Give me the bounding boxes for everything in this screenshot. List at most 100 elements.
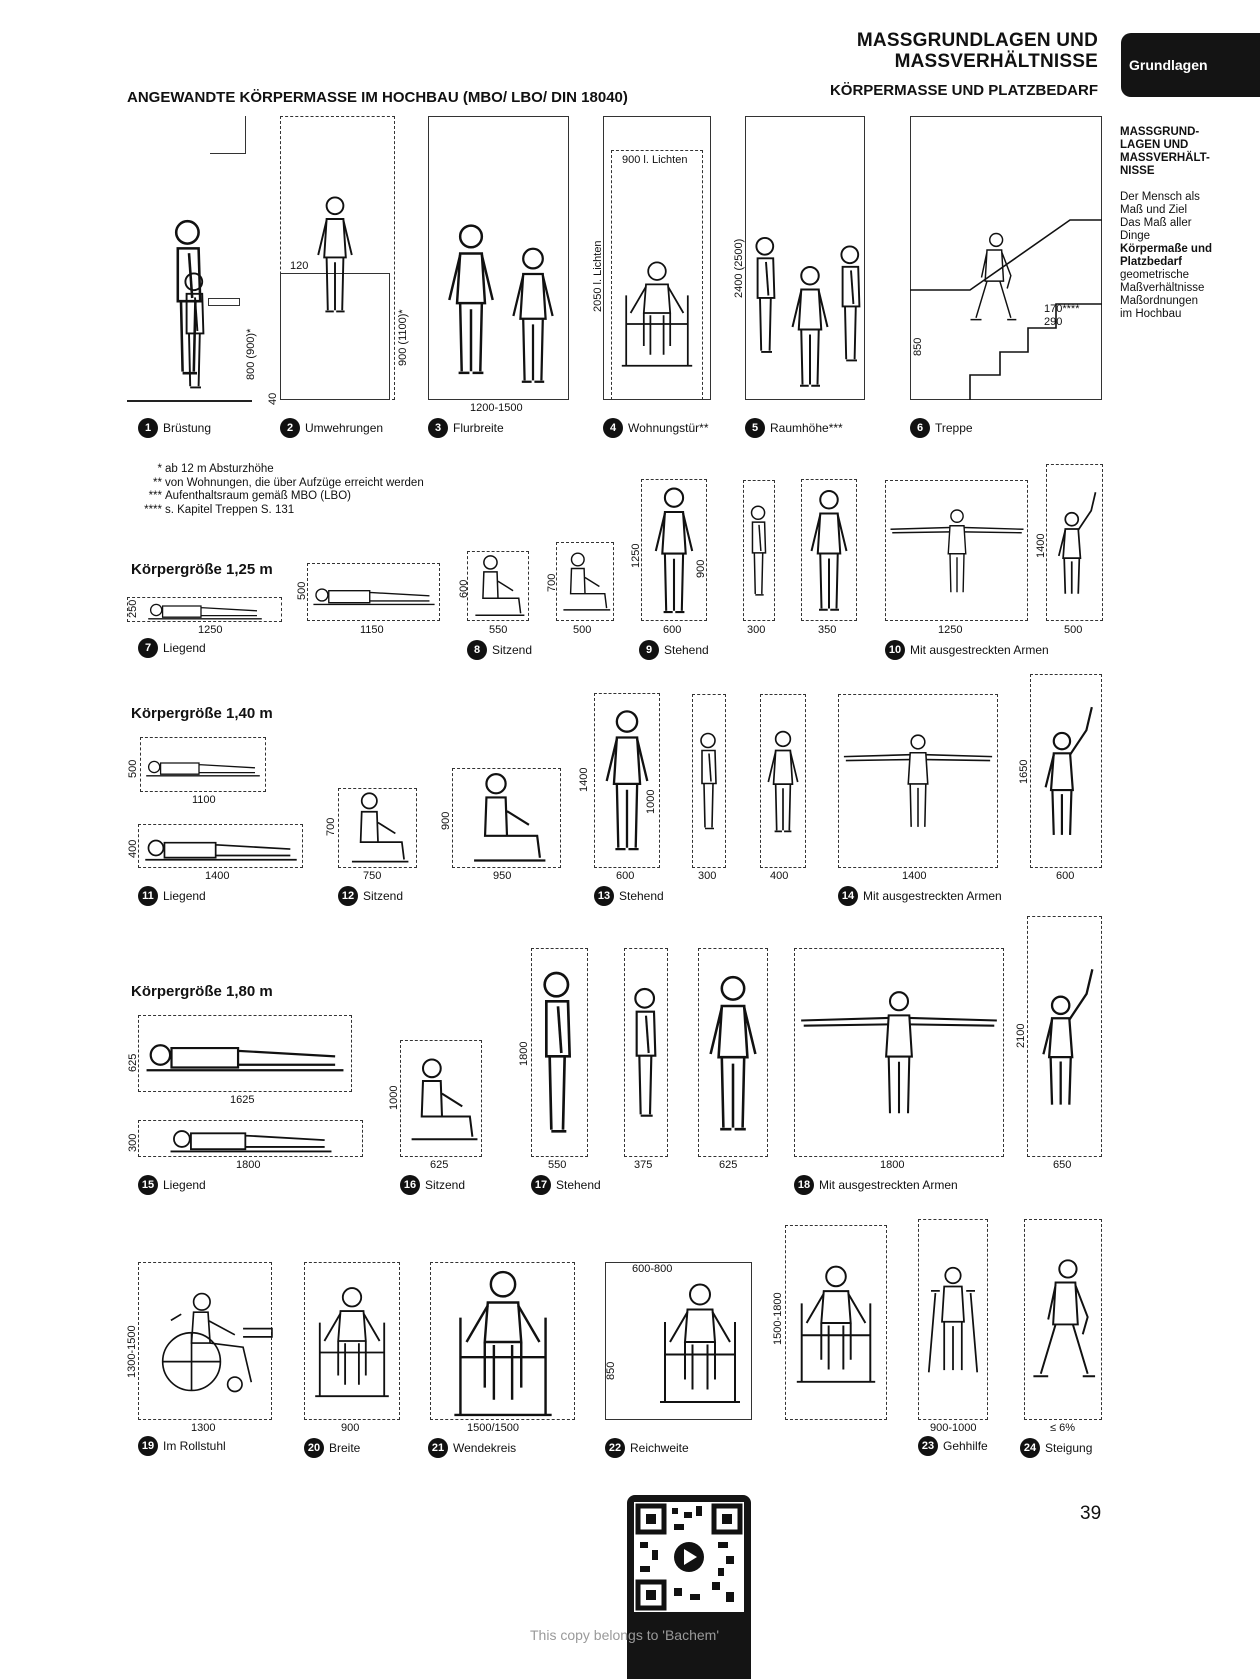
sidebar-item[interactable]: geometrische xyxy=(1120,269,1190,281)
footnote-mark: ** xyxy=(153,476,162,489)
footnote: ****s. Kapitel Treppen S. 131 xyxy=(128,504,424,518)
figure-frame xyxy=(692,694,726,868)
figure-number-badge: 8 xyxy=(467,640,487,660)
dim-label: 1250 xyxy=(938,624,963,636)
figure-number-badge: 24 xyxy=(1020,1438,1040,1458)
qr-modules xyxy=(635,1503,743,1611)
sidebar-item[interactable]: Maßverhältnisse xyxy=(1120,282,1205,294)
sidebar-item-active[interactable]: Platzbedarf xyxy=(1120,256,1182,268)
corridor-outline xyxy=(428,116,569,400)
dim-label: 1250 xyxy=(198,624,223,636)
figure-frame xyxy=(624,948,668,1157)
dim-label: 500 xyxy=(573,624,592,636)
sidebar-item[interactable]: Maßordnungen xyxy=(1120,295,1198,307)
dim-label: 850 xyxy=(605,1361,617,1380)
figure-number-badge: 6 xyxy=(910,418,930,438)
page-title: MASSGRUNDLAGEN UND MASSVERHÄLTNISSE xyxy=(700,30,1098,72)
dim-label: 500 xyxy=(1064,624,1083,636)
room-outline xyxy=(745,116,865,400)
caption-text: Mit ausgestreckten Armen xyxy=(863,889,1002,903)
sidebar-item-active[interactable]: Körpermaße und xyxy=(1120,243,1213,255)
footnote: **von Wohnungen, die über Aufzüge erreic… xyxy=(128,477,424,491)
caption-text: Reichweite xyxy=(630,1441,689,1455)
figure-frame xyxy=(140,737,266,792)
figure-number-badge: 15 xyxy=(138,1175,158,1195)
dim-label: ≤ 6% xyxy=(1050,1422,1075,1434)
dim-label: 1150 xyxy=(360,624,384,636)
dim-label: 850 xyxy=(912,337,924,356)
figure-frame xyxy=(838,694,998,868)
sidebar-heading-line: LAGEN UND xyxy=(1120,139,1189,151)
figure-number-badge: 18 xyxy=(794,1175,814,1195)
sidebar-item[interactable]: Das Maß aller xyxy=(1120,217,1192,229)
dim-label: 300 xyxy=(698,870,717,882)
figure-frame xyxy=(430,1262,575,1420)
caption-text: Flurbreite xyxy=(453,421,504,435)
figure-frame xyxy=(1046,464,1103,621)
dim-label: 700 xyxy=(325,817,337,836)
dim-label: 600 xyxy=(616,870,635,882)
figure-frame xyxy=(785,1225,887,1420)
caption-text: Liegend xyxy=(163,641,206,655)
footnote-mark: * xyxy=(157,463,162,475)
figure-frame xyxy=(698,948,768,1157)
dim-label: 1400 xyxy=(902,870,927,882)
dim-label: 600 xyxy=(1056,870,1075,882)
figure-frame xyxy=(794,948,1004,1157)
sidebar-item[interactable]: Maß und Ziel xyxy=(1120,204,1188,216)
dim-label: 40 xyxy=(267,392,279,405)
stair-frame xyxy=(910,116,1102,400)
dim-label: 1100 xyxy=(192,794,216,806)
caption-text: Mit ausgestreckten Armen xyxy=(910,643,1049,657)
caption-text: Raumhöhe*** xyxy=(770,421,843,435)
figure-frame xyxy=(1027,916,1102,1157)
dim-label: 900 (1100)* xyxy=(397,309,409,366)
dim-label: 1500/1500 xyxy=(467,1422,519,1434)
footnotes: *ab 12 m Absturzhöhe **von Wohnungen, di… xyxy=(128,463,424,517)
caption-text: Liegend xyxy=(163,889,206,903)
sidebar-heading: MASSGRUND- LAGEN UND MASSVERHÄLT- NISSE xyxy=(1120,126,1240,178)
figure-frame xyxy=(138,1015,352,1092)
sidebar-item[interactable]: Dinge xyxy=(1120,230,1151,242)
qr-code[interactable] xyxy=(627,1495,751,1679)
sidebar-item[interactable]: Der Mensch als xyxy=(1120,191,1200,203)
figure-number-badge: 14 xyxy=(838,886,858,906)
dim-label: 550 xyxy=(489,624,508,636)
page-number: 39 xyxy=(1080,1503,1102,1524)
dim-label: 300 xyxy=(127,1133,139,1152)
dim-label: 550 xyxy=(548,1159,567,1171)
figure-frame xyxy=(467,551,529,621)
dim-label: 1800 xyxy=(236,1159,261,1171)
dim-label: 1625 xyxy=(230,1094,255,1106)
dim-label: 900-1000 xyxy=(930,1422,977,1434)
adult-figure xyxy=(165,196,213,400)
figure-frame xyxy=(127,597,282,622)
figure-frame xyxy=(1030,674,1102,868)
caption-text: Sitzend xyxy=(425,1178,466,1192)
figure-number-badge: 20 xyxy=(304,1438,324,1458)
dim-label: 400 xyxy=(127,839,139,858)
dim-label: 1300-1500 xyxy=(126,1325,138,1378)
chapter-tab[interactable]: Grundlagen xyxy=(1121,33,1260,97)
sidebar-item[interactable]: im Hochbau xyxy=(1120,308,1182,320)
sidebar-heading-line: MASSVERHÄLT- xyxy=(1120,152,1210,164)
figure-number-badge: 21 xyxy=(428,1438,448,1458)
caption-text: Im Rollstuhl xyxy=(163,1439,226,1453)
dim-label: 250 xyxy=(127,599,139,618)
figure-frame xyxy=(138,824,303,868)
page-subtitle: KÖRPERMASSE UND PLATZBEDARF xyxy=(829,82,1098,99)
figure-frame xyxy=(138,1120,363,1157)
dim-label: 900 l. Lichten xyxy=(622,154,688,166)
figure-frame xyxy=(760,694,806,868)
dim-label: 1400 xyxy=(205,870,230,882)
figure-frame xyxy=(304,1262,400,1420)
